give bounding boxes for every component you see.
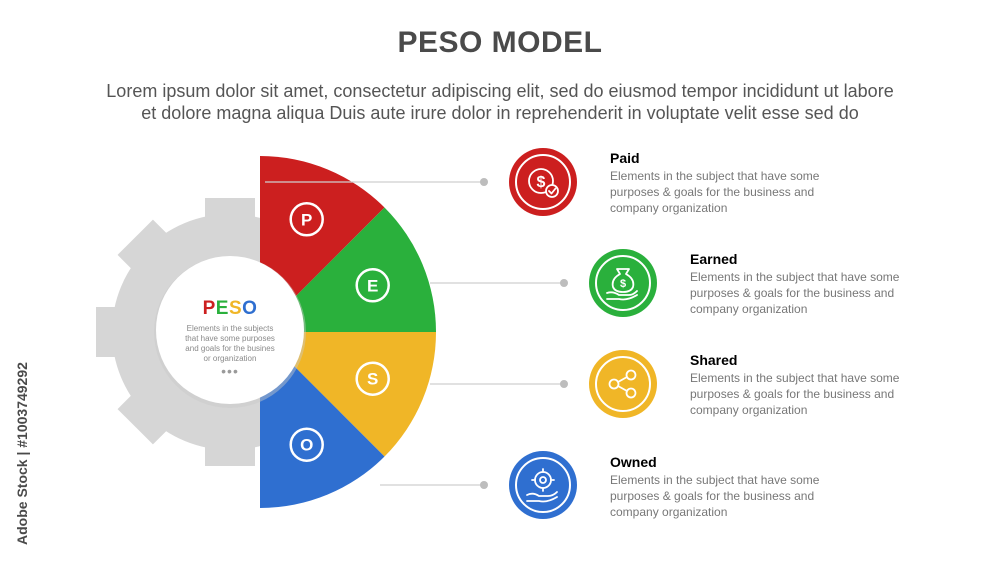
icon-circle [509, 148, 577, 216]
item-title-owned: Owned [610, 454, 657, 470]
connector-group [265, 178, 568, 489]
icon-circle [589, 350, 657, 418]
svg-text:$: $ [620, 278, 626, 290]
segment-o [260, 332, 385, 509]
item-desc-line: company organization [610, 201, 728, 215]
subtitle-line-2: et dolore magna aliqua Duis aute irure d… [141, 103, 859, 123]
center-letter-p: P [202, 298, 216, 319]
segment-letter: O [300, 436, 313, 455]
icon-group: $$ [509, 148, 657, 519]
center-description: Elements in the subjects that have some … [165, 324, 295, 364]
segment-s [260, 332, 436, 457]
stock-watermark-text: Adobe Stock | #1003749292 [14, 362, 30, 545]
item-desc-line: purposes & goals for the business and [610, 489, 815, 503]
item-desc-line: company organization [690, 302, 808, 316]
segment-e [260, 207, 437, 332]
center-title: PESO [160, 298, 300, 320]
center-letter-s: S [228, 298, 243, 319]
segment-letter-ring [289, 427, 324, 462]
item-desc-line: Elements in the subject that have some [610, 169, 820, 183]
center-dots: ••• [221, 363, 239, 379]
segment-group: P E S O [260, 155, 437, 509]
segment-letter: P [301, 210, 312, 229]
center-letter-e: E [215, 298, 229, 319]
connector-dot [480, 481, 488, 489]
center-desc-line: Elements in the subjects [186, 324, 274, 333]
page-subtitle: Lorem ipsum dolor sit amet, consectetur … [50, 80, 950, 124]
icon-circle [509, 451, 577, 519]
segment-letter: E [367, 276, 378, 295]
connector-dot [560, 380, 568, 388]
segment-p [260, 155, 385, 332]
segment-letter-ring [355, 361, 390, 396]
segment-letter-ring [289, 202, 324, 237]
center-circle [156, 256, 304, 404]
item-desc-earned: Elements in the subject that have some p… [690, 269, 930, 317]
item-title-earned: Earned [690, 251, 738, 267]
item-desc-paid: Elements in the subject that have some p… [610, 168, 850, 216]
item-desc-line: company organization [610, 505, 728, 519]
item-desc-line: purposes & goals for the business and [690, 286, 895, 300]
item-desc-line: Elements in the subject that have some [610, 473, 820, 487]
icon-circle-ring [595, 255, 651, 311]
connector-dot [480, 178, 488, 186]
page-title: PESO MODEL [397, 26, 603, 59]
money-bag-hand-icon: $ [606, 268, 638, 301]
icon-circle-ring [515, 457, 571, 513]
icon-circle [589, 249, 657, 317]
item-desc-shared: Elements in the subject that have some p… [690, 370, 930, 418]
share-icon [608, 369, 637, 399]
center-desc-line: and goals for the busines [185, 344, 275, 353]
center-desc-line: that have some purposes [185, 334, 275, 343]
item-desc-owned: Elements in the subject that have some p… [610, 472, 850, 520]
dollar-coin-icon: $ [528, 168, 559, 198]
item-desc-line: Elements in the subject that have some [690, 270, 900, 284]
item-desc-line: purposes & goals for the business and [690, 387, 895, 401]
connector-dot [560, 279, 568, 287]
item-desc-line: Elements in the subject that have some [690, 371, 900, 385]
segment-letter: S [367, 370, 378, 389]
icon-circle-ring [515, 154, 571, 210]
item-desc-line: purposes & goals for the business and [610, 185, 815, 199]
subtitle-line-1: Lorem ipsum dolor sit amet, consectetur … [106, 81, 894, 101]
segment-letter-ring [355, 268, 390, 303]
hand-gear-icon [526, 468, 558, 503]
item-title-paid: Paid [610, 150, 640, 166]
icon-circle-ring [595, 356, 651, 412]
center-letter-o: O [242, 298, 258, 319]
item-title-shared: Shared [690, 352, 738, 368]
center-desc-line: or organization [203, 354, 257, 363]
item-desc-line: company organization [690, 403, 808, 417]
svg-text:$: $ [537, 174, 546, 191]
